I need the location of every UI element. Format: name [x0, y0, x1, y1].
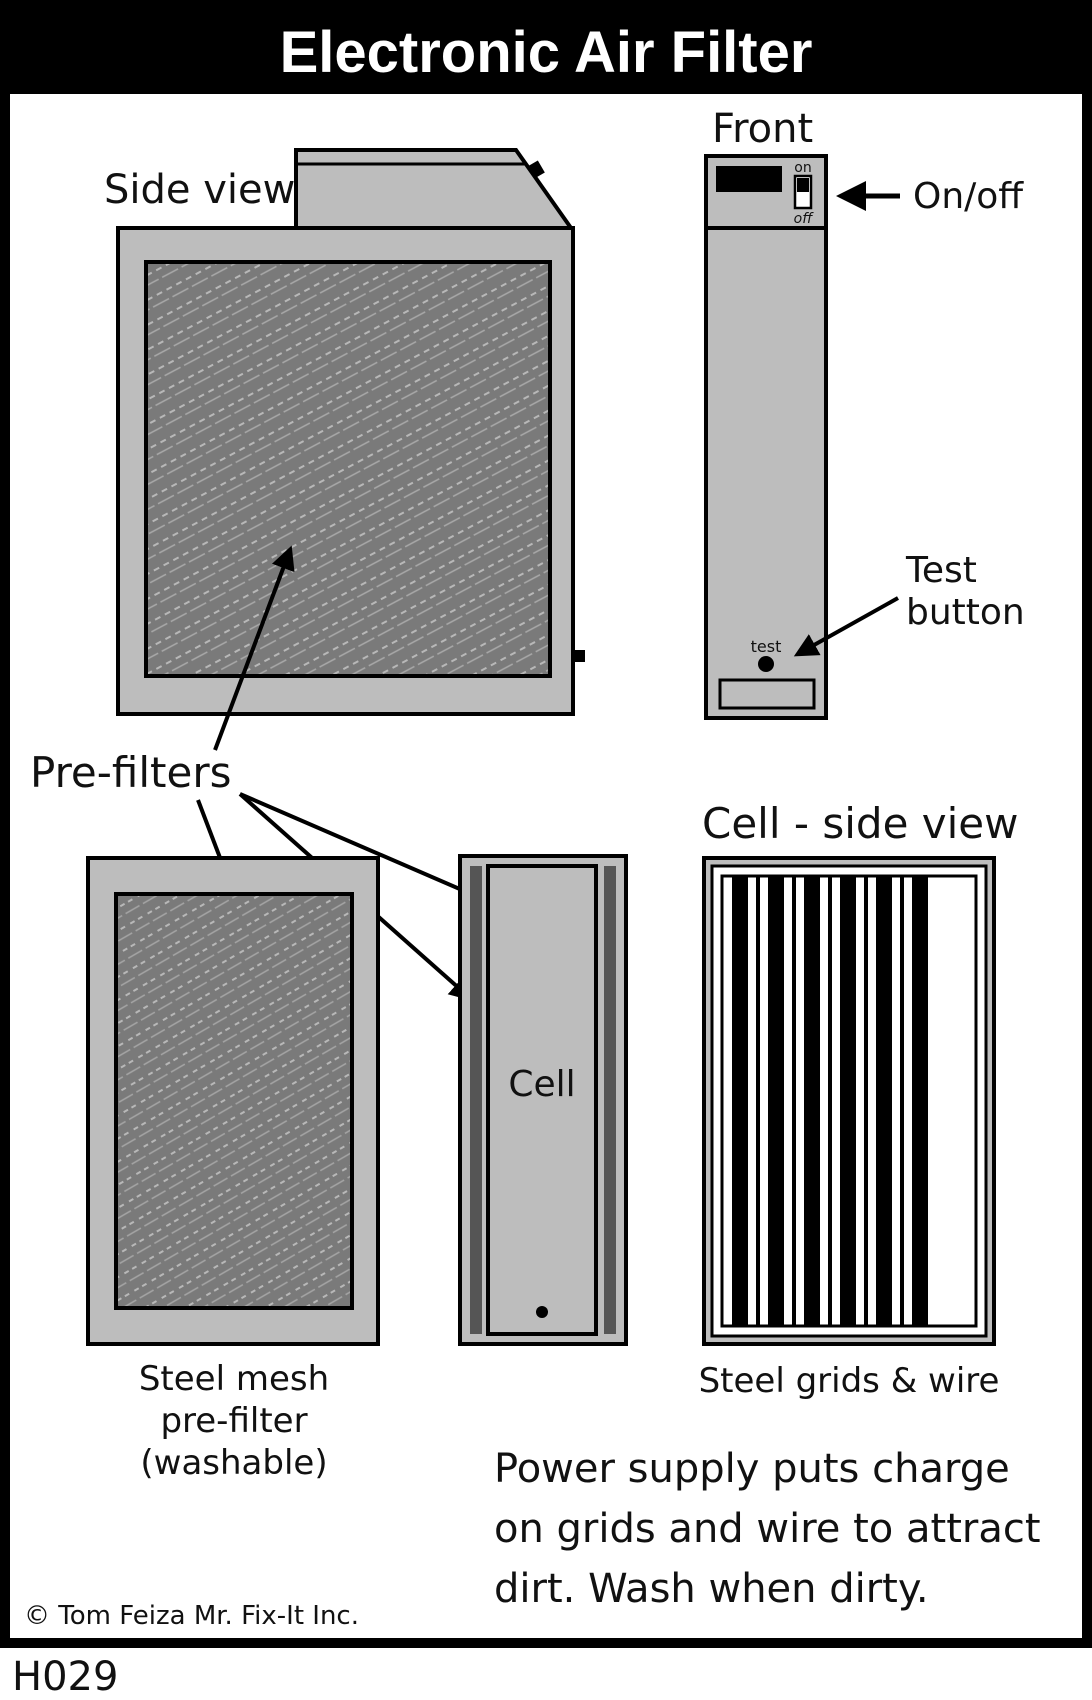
power-note-line2: on grids and wire to attract	[494, 1506, 1041, 1552]
grid-plate	[912, 876, 928, 1326]
test-button-label: test	[751, 637, 782, 656]
steel-mesh-label-line2: pre-filter	[160, 1401, 307, 1441]
grid-wire	[792, 876, 796, 1326]
side-view-tab	[573, 650, 585, 662]
grid-plate	[768, 876, 784, 1326]
power-note-line3: dirt. Wash when dirty.	[494, 1566, 929, 1612]
cell-unit: Cell	[458, 854, 628, 1346]
side-view-pre-filter-mesh	[144, 260, 552, 678]
cell-right-pre-filter	[604, 866, 616, 1334]
front-label: Front	[712, 106, 813, 152]
steel-mesh-label-line1: Steel mesh	[139, 1359, 329, 1399]
copyright-text: © Tom Feiza Mr. Fix-It Inc.	[24, 1601, 359, 1631]
steel-mesh-pre-filter	[86, 856, 380, 1346]
steel-mesh-label-line3: (washable)	[140, 1443, 327, 1483]
test-button-label-line2: button	[906, 592, 1025, 633]
test-button-label-line1: Test	[905, 550, 977, 591]
cell-side-view-label: Cell - side view	[702, 799, 1018, 848]
power-note-line1: Power supply puts charge	[494, 1446, 1010, 1492]
switch-on-label: on	[794, 160, 811, 176]
grid-wire	[864, 876, 868, 1326]
test-button-arrow	[793, 596, 899, 657]
grid-plate	[840, 876, 856, 1326]
grid-wire	[756, 876, 760, 1326]
page-title: Electronic Air Filter	[280, 20, 813, 85]
cell-left-pre-filter	[470, 866, 482, 1334]
steel-grids	[732, 876, 928, 1326]
switch-off-label: off	[794, 211, 815, 227]
grid-wire	[900, 876, 904, 1326]
front-unit: on off test	[704, 154, 828, 720]
mesh-filter-mesh	[114, 892, 354, 1310]
side-view-unit	[116, 148, 585, 716]
pre-filters-label: Pre-filters	[30, 748, 232, 797]
steel-grids-label: Steel grids & wire	[699, 1361, 1000, 1401]
pre-filter-arrow-side	[213, 545, 295, 751]
front-display	[716, 166, 782, 192]
cell-body	[486, 864, 598, 1336]
grid-plate	[876, 876, 892, 1326]
grid-wire	[828, 876, 832, 1326]
cell-handle-dot	[536, 1306, 548, 1318]
grid-plate	[732, 876, 748, 1326]
test-button	[758, 656, 774, 672]
side-view-label: Side view	[104, 167, 295, 213]
cell-label: Cell	[508, 1064, 575, 1105]
cell-side-view	[702, 856, 996, 1346]
grid-plate	[804, 876, 820, 1326]
front-bottom-slot	[718, 678, 816, 710]
figure-code: H029	[12, 1654, 118, 1696]
on-off-switch-toggle	[797, 178, 809, 192]
side-view-latch	[529, 160, 545, 178]
on-off-label: On/off	[913, 176, 1024, 217]
